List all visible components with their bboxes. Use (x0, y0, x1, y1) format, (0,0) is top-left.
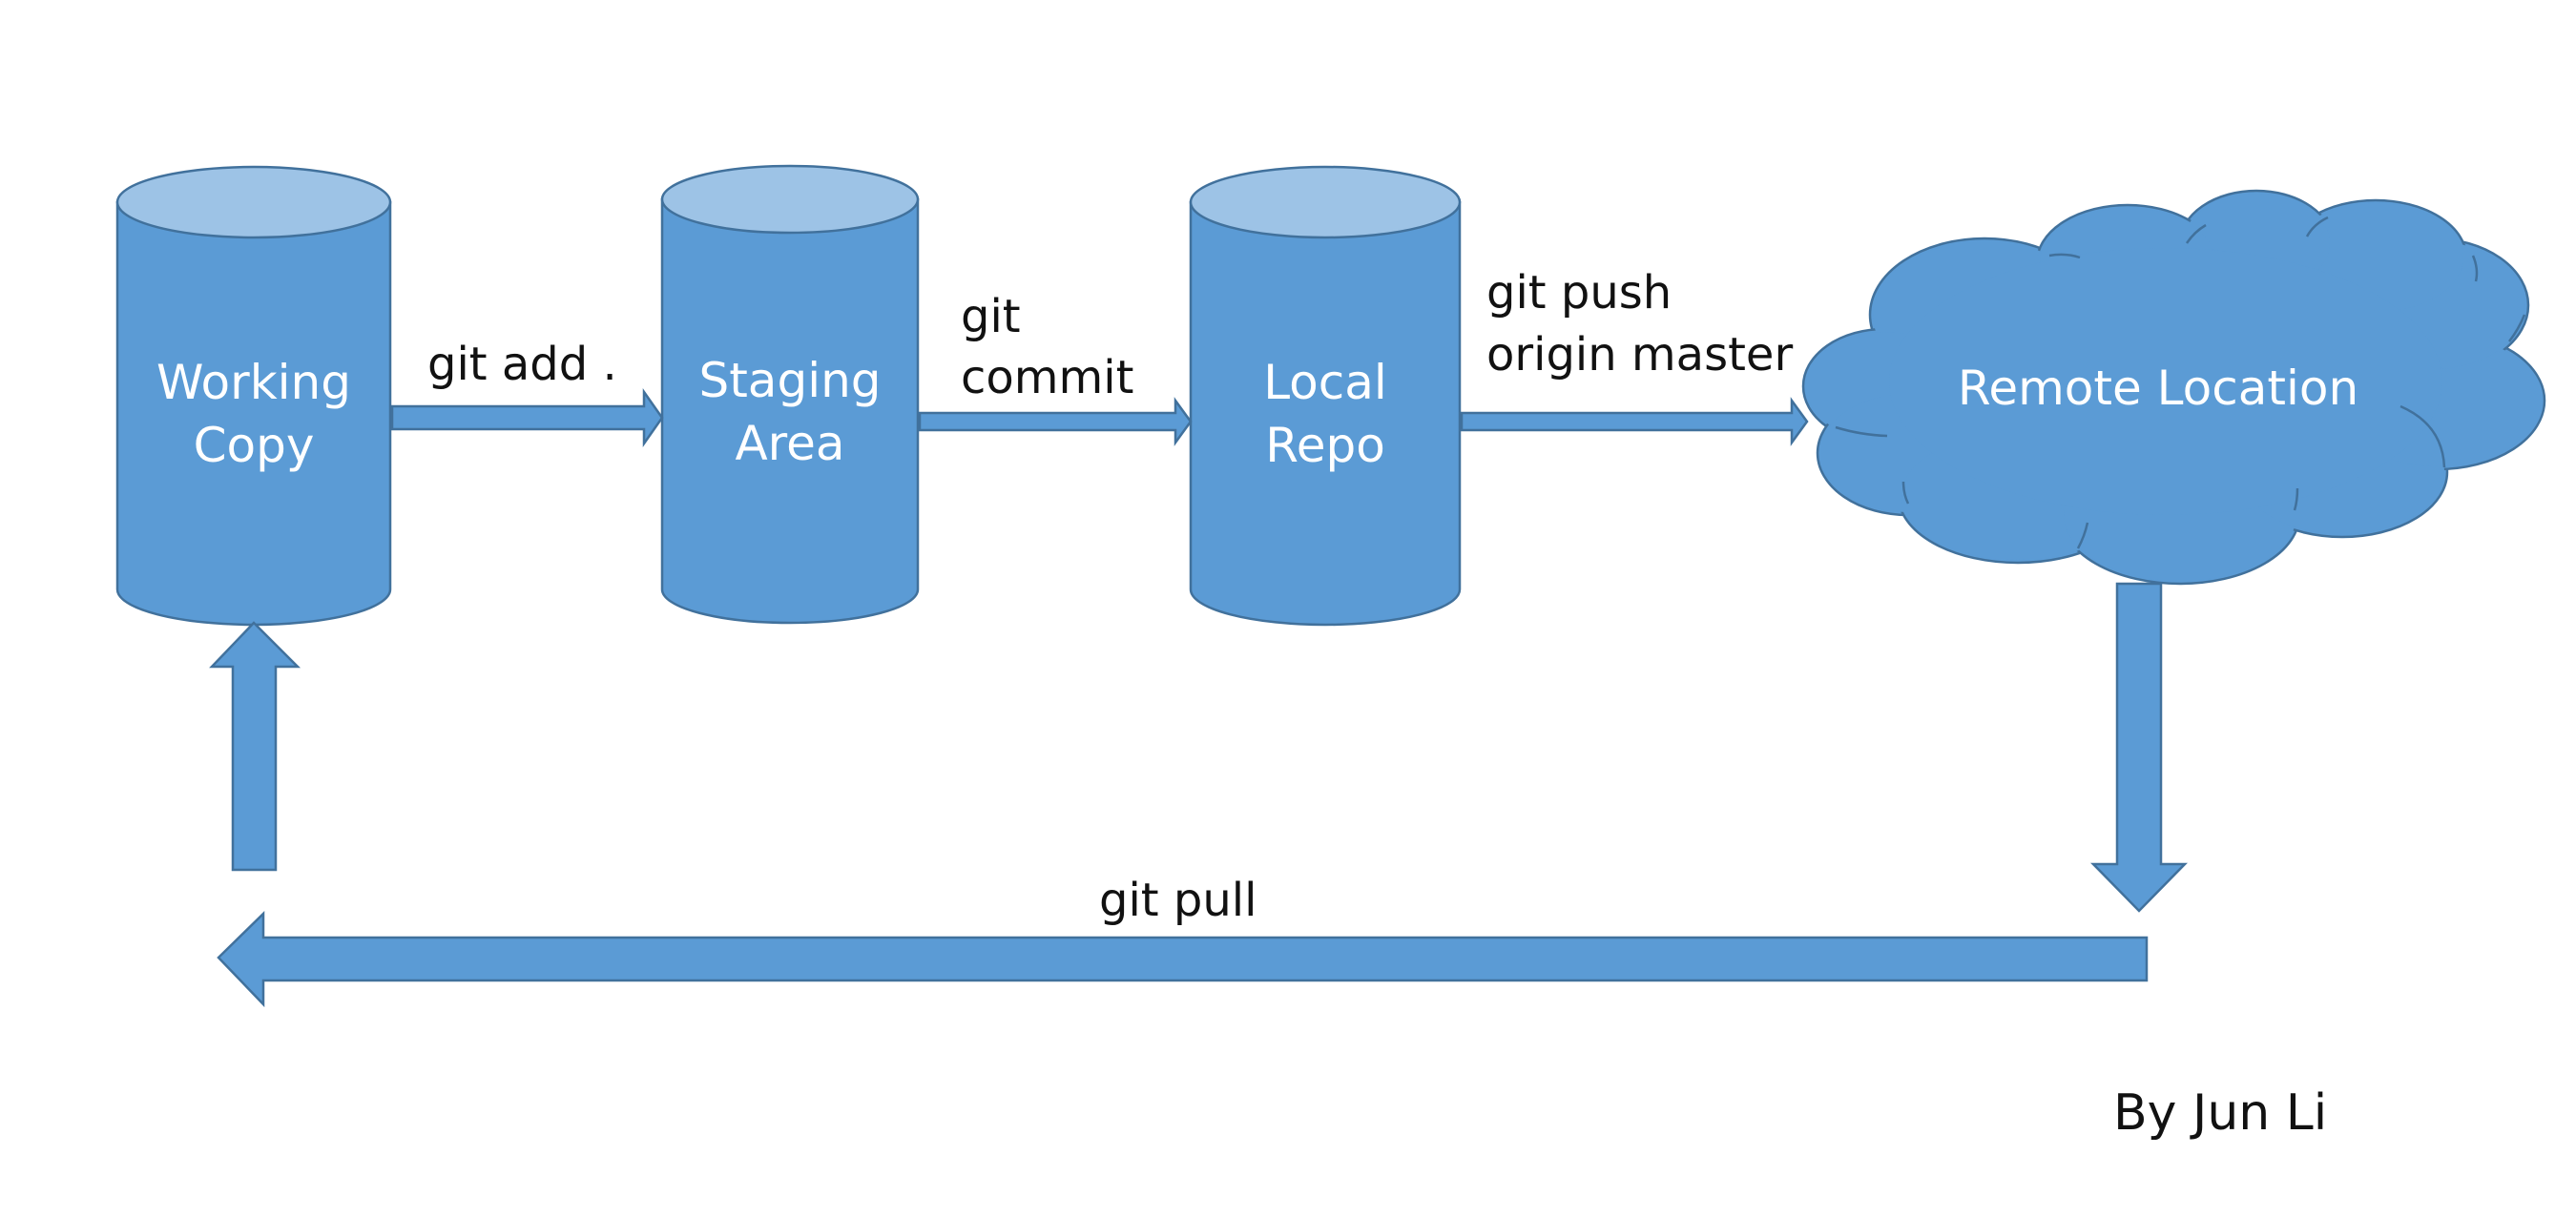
git-add-label: git add . (427, 338, 617, 391)
git-add-arrow (390, 388, 664, 447)
git-pull-label: git pull (1099, 874, 1257, 927)
staging-area-label-line2: Area (735, 416, 844, 471)
remote-location-cloud: Remote Location (1801, 189, 2546, 586)
git-push-label-line2: origin master (1486, 328, 1793, 382)
working-copy-label-line1: Working (156, 355, 351, 410)
working-copy-label-line2: Copy (194, 418, 315, 473)
remote-location-label: Remote Location (1958, 361, 2358, 416)
working-copy-cylinder: Working Copy (115, 165, 392, 627)
staging-area-label-line1: Staging (698, 353, 881, 408)
local-repo-label-line2: Repo (1265, 418, 1385, 473)
git-push-arrow (1460, 397, 1809, 446)
git-commit-label-line1: git (961, 290, 1021, 343)
remote-down-arrow (2090, 582, 2188, 913)
git-pull-arrow (217, 911, 2149, 1008)
git-commit-arrow (918, 397, 1193, 446)
git-commit-label-line2: commit (961, 351, 1133, 404)
local-repo-cylinder: Local Repo (1189, 165, 1462, 627)
author-credit: By Jun Li (2113, 1084, 2327, 1142)
git-push-label-line1: git push (1486, 266, 1672, 320)
staging-area-cylinder: Staging Area (660, 164, 920, 625)
local-repo-label-line1: Local (1263, 355, 1387, 410)
working-copy-up-arrow (209, 621, 301, 872)
